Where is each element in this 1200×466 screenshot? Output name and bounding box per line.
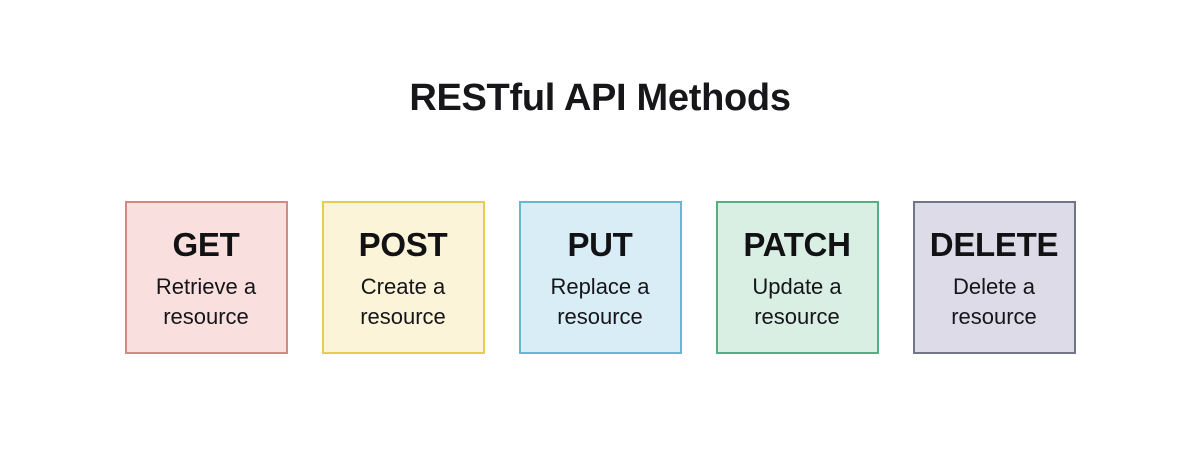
method-card-post: POST Create a resource [321,201,485,354]
method-card-delete: DELETE Delete a resource [912,201,1076,354]
method-description-patch: Update a resource [752,274,842,329]
method-description-delete: Delete a resource [951,274,1037,329]
method-name-patch: PATCH [743,226,851,263]
method-card-get: GET Retrieve a resource [124,201,288,354]
method-name-get: GET [172,226,240,263]
method-name-delete: DELETE [929,226,1059,263]
method-name-put: PUT [567,226,633,263]
method-description-get: Retrieve a resource [155,274,257,329]
method-card-put: PUT Replace a resource [518,201,682,354]
method-description-post: Create a resource [360,274,446,329]
diagram-title: RESTful API Methods [409,77,791,119]
method-card-patch: PATCH Update a resource [715,201,879,354]
method-cards-row: GET Retrieve a resource POST Create a re… [0,201,1200,354]
method-description-put: Replace a resource [550,274,650,329]
method-name-post: POST [358,226,448,263]
